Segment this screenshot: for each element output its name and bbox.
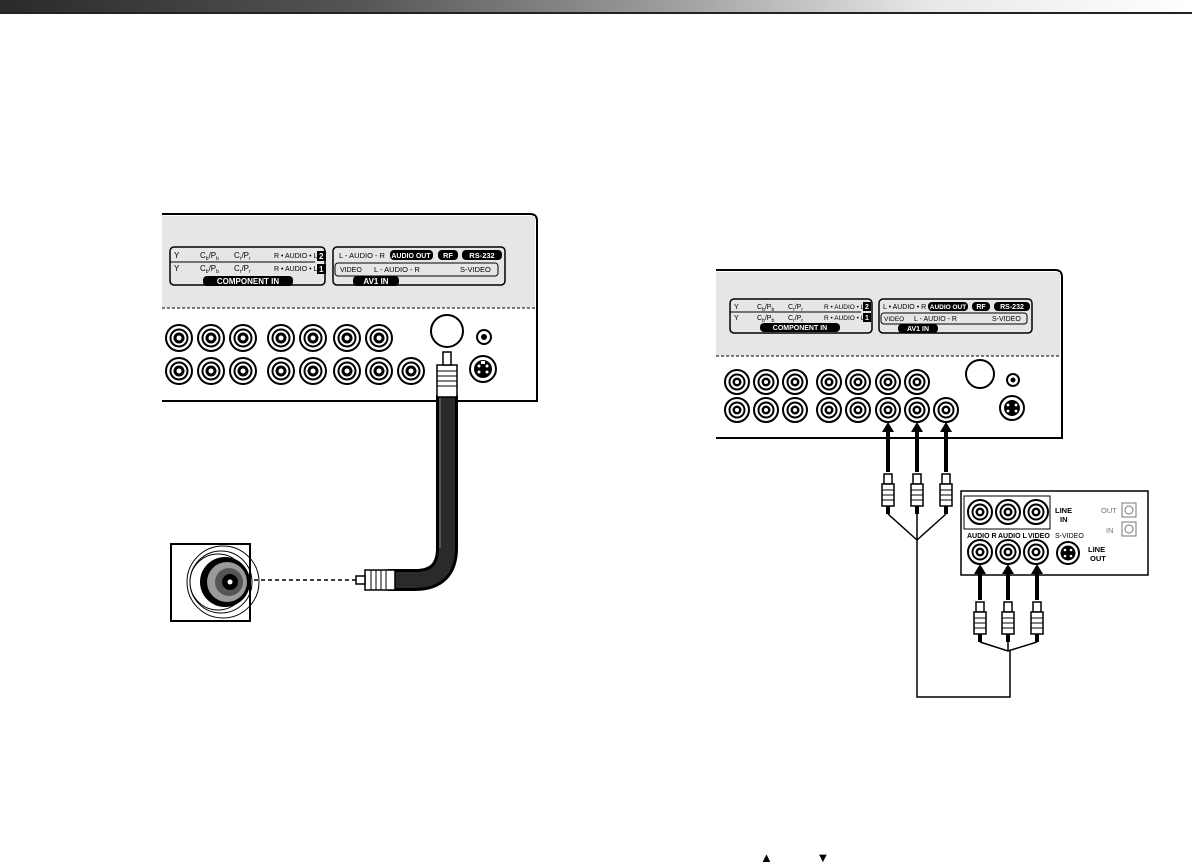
- label-av1-audio-lr: L - AUDIO - R: [374, 265, 421, 274]
- label-cb-pb-1: Cb/Pb: [200, 264, 219, 275]
- svideo-port-right: [999, 395, 1025, 421]
- r-label-video: VIDEO: [884, 316, 904, 323]
- right-tv-back-panel: Y Cb/Pb Cr/Pr R • AUDIO • L 2 Y Cb/Pb Cr…: [716, 269, 1063, 439]
- label-y-2: Y: [174, 251, 180, 260]
- rs232-label: RS-232: [469, 251, 494, 260]
- vcr-rf-out-label: OUT: [1101, 506, 1117, 515]
- label-svideo: S-VIDEO: [460, 265, 491, 274]
- coaxial-cable: [254, 351, 458, 591]
- r-rs232-label: RS-232: [1000, 304, 1024, 311]
- label-y-1: Y: [174, 264, 180, 273]
- component-in-label: COMPONENT IN: [217, 277, 279, 286]
- vcr-audio-r-label: AUDIO R: [967, 533, 997, 540]
- header-gradient-bar: [0, 0, 1192, 14]
- r-audio-out-label: AUDIO OUT: [930, 304, 967, 311]
- r-row-1-badge: 1: [865, 315, 869, 322]
- label-cr-pr-1: Cr/Pr: [234, 264, 251, 275]
- r-label-y-2: Y: [734, 304, 739, 311]
- vcr-svideo-label: S-VIDEO: [1055, 533, 1084, 540]
- r-label-cb-pb-1: Cb/Pb: [757, 315, 774, 324]
- svideo-port-left: [469, 355, 497, 383]
- r-label-y-1: Y: [734, 315, 739, 322]
- r-av1-in-label: AV1 IN: [907, 326, 929, 333]
- wall-antenna-outlet: [170, 543, 260, 622]
- vcr-line-out-label: LINE: [1088, 545, 1105, 554]
- vcr-svideo-port: [1056, 541, 1080, 565]
- vcr-audio-l-label: AUDIO L: [998, 533, 1028, 540]
- r-label-av1-audio-lr: L - AUDIO - R: [914, 316, 957, 323]
- r-label-cr-pr-1: Cr/Pr: [788, 315, 803, 324]
- rf-connector: [430, 314, 464, 348]
- vcr-rf-in-label: IN: [1106, 526, 1114, 535]
- vcr-video-label: VIDEO: [1028, 533, 1050, 540]
- r-label-audio-1: R • AUDIO • L: [824, 315, 865, 322]
- vcr-line-in-label: LINE: [1055, 506, 1072, 515]
- r-label-cr-pr-2: Cr/Pr: [788, 304, 803, 313]
- vcr-line-in-label-2: IN: [1060, 515, 1068, 524]
- cable-to-vcr: [973, 564, 1044, 652]
- label-audio-2: R • AUDIO • L: [274, 253, 318, 260]
- cable-to-tv: [881, 422, 1011, 698]
- r-component-in-label: COMPONENT IN: [773, 325, 827, 332]
- label-audio-1: R • AUDIO • L: [274, 266, 318, 273]
- r-label-cb-pb-2: Cb/Pb: [757, 304, 774, 313]
- r-label-audio-out-lr: L • AUDIO • R: [883, 304, 926, 311]
- row-1-badge: 1: [319, 265, 324, 274]
- nav-arrow-glyphs: ▲ ▼: [760, 850, 850, 865]
- audio-out-label: AUDIO OUT: [391, 253, 431, 260]
- label-cr-pr-2: Cr/Pr: [234, 251, 251, 262]
- left-tv-back-panel: Y Cb/Pb Cr/Pr R • AUDIO • L 2 Y Cb/Pb Cr…: [162, 213, 538, 402]
- label-cb-pb-2: Cb/Pb: [200, 251, 219, 262]
- r-rf-label: RF: [976, 304, 986, 311]
- rf-label: RF: [443, 251, 453, 260]
- row-2-badge: 2: [319, 252, 324, 261]
- av1-in-frame: [332, 246, 506, 286]
- r-label-svideo: S-VIDEO: [992, 316, 1021, 323]
- av1-in-label: AV1 IN: [363, 277, 388, 286]
- label-audio-out-lr: L - AUDIO - R: [339, 251, 386, 260]
- label-video: VIDEO: [340, 267, 362, 274]
- r-row-2-badge: 2: [865, 304, 869, 311]
- r-label-audio-2: R • AUDIO • L: [824, 304, 865, 311]
- vcr-line-out-label-2: OUT: [1090, 554, 1106, 563]
- vcr-panel: LINE IN OUT IN AUDIO R AUDIO L VIDEO S-V…: [960, 490, 1149, 576]
